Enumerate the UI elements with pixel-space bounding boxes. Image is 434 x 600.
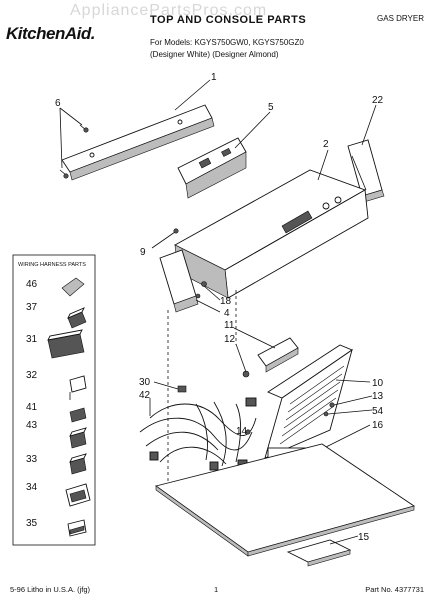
harness-item-43-label: 43 — [26, 420, 38, 431]
callout-18: 18 — [220, 296, 232, 307]
harness-item-41-label: 41 — [26, 402, 38, 413]
part-54-screw — [323, 411, 329, 417]
leader-11 — [233, 327, 276, 349]
brand-logo: KitchenAid. — [6, 24, 95, 43]
callout-22: 22 — [372, 95, 384, 106]
harness-item-41 — [69, 407, 87, 423]
callout-16: 16 — [372, 420, 384, 431]
leader-6b — [59, 107, 63, 169]
harness-item-33-label: 33 — [26, 454, 38, 465]
models-line: For Models: KGYS750GW0, KGYS750GZ0 — [150, 38, 304, 47]
callout-1: 1 — [211, 72, 217, 83]
harness-item-34-label: 34 — [26, 482, 38, 493]
harness-item-46-label: 46 — [26, 279, 38, 290]
footer-page-number: 1 — [214, 585, 219, 594]
callout-4: 4 — [224, 308, 230, 319]
footer-litho: 5-96 Litho in U.S.A. (jfg) — [10, 585, 91, 594]
callout-2: 2 — [323, 139, 329, 150]
callout-14: 14 — [236, 426, 248, 437]
callout-54: 54 — [372, 406, 384, 417]
leader-1 — [174, 79, 211, 111]
part-2-console — [174, 169, 369, 299]
leader-30 — [153, 381, 179, 390]
dryer-type: GAS DRYER — [377, 14, 424, 23]
callout-15: 15 — [358, 532, 370, 543]
part-22-end-cap — [347, 139, 385, 203]
leader-6 — [59, 107, 83, 126]
part-1-panel-plate — [61, 104, 215, 181]
harness-item-43 — [69, 427, 87, 449]
part-15-trim-strip — [286, 539, 352, 567]
dryer-top-panel — [154, 443, 416, 557]
leader-18 — [203, 285, 221, 301]
callout-11: 11 — [224, 320, 235, 331]
callout-9: 9 — [140, 247, 146, 258]
part-13-screw — [329, 402, 335, 408]
harness-item-46 — [61, 277, 85, 297]
part-6-screws — [59, 124, 89, 179]
leader-5 — [234, 111, 271, 149]
part-9-screw — [151, 228, 179, 249]
harness-item-32-label: 32 — [26, 370, 38, 381]
callout-42: 42 — [139, 390, 151, 401]
harness-item-34 — [65, 483, 91, 507]
callout-30: 30 — [139, 377, 151, 388]
harness-item-37-label: 37 — [26, 302, 38, 313]
callout-12: 12 — [224, 334, 236, 345]
callout-5: 5 — [268, 102, 274, 113]
harness-item-31-label: 31 — [26, 334, 38, 345]
leader-4 — [195, 299, 221, 313]
harness-item-37 — [67, 307, 87, 329]
colors-line: (Designer White) (Designer Almond) — [150, 50, 279, 59]
leader-10 — [335, 379, 371, 383]
part-14-screw — [245, 429, 251, 435]
leader-12 — [235, 343, 247, 373]
harness-item-31 — [47, 329, 85, 359]
harness-item-32 — [69, 375, 87, 400]
callout-6: 6 — [55, 98, 61, 109]
harness-item-35 — [67, 519, 87, 537]
footer-part-number: Part No. 4377731 — [365, 585, 424, 594]
callout-10: 10 — [372, 378, 384, 389]
leader-2 — [317, 149, 329, 181]
part-11-panel-lens — [257, 337, 299, 373]
part-4-end-bracket — [159, 249, 207, 313]
leader-15 — [329, 535, 359, 545]
wiring-harness-inset: WIRING HARNESS PARTS 46 37 31 32 41 — [12, 254, 96, 546]
harness-item-33 — [69, 453, 87, 475]
part-30-connector — [177, 385, 187, 393]
callout-13: 13 — [372, 391, 384, 402]
wiring-harness-cluster — [139, 397, 257, 471]
leader-13 — [333, 395, 373, 406]
page-title: TOP AND CONSOLE PARTS — [150, 14, 307, 26]
leader-54 — [327, 409, 373, 415]
harness-item-35-label: 35 — [26, 518, 38, 529]
harness-title: WIRING HARNESS PARTS — [18, 262, 86, 268]
leader-22 — [361, 104, 377, 146]
part-5-control-board — [177, 137, 247, 199]
leader-16 — [319, 424, 371, 451]
